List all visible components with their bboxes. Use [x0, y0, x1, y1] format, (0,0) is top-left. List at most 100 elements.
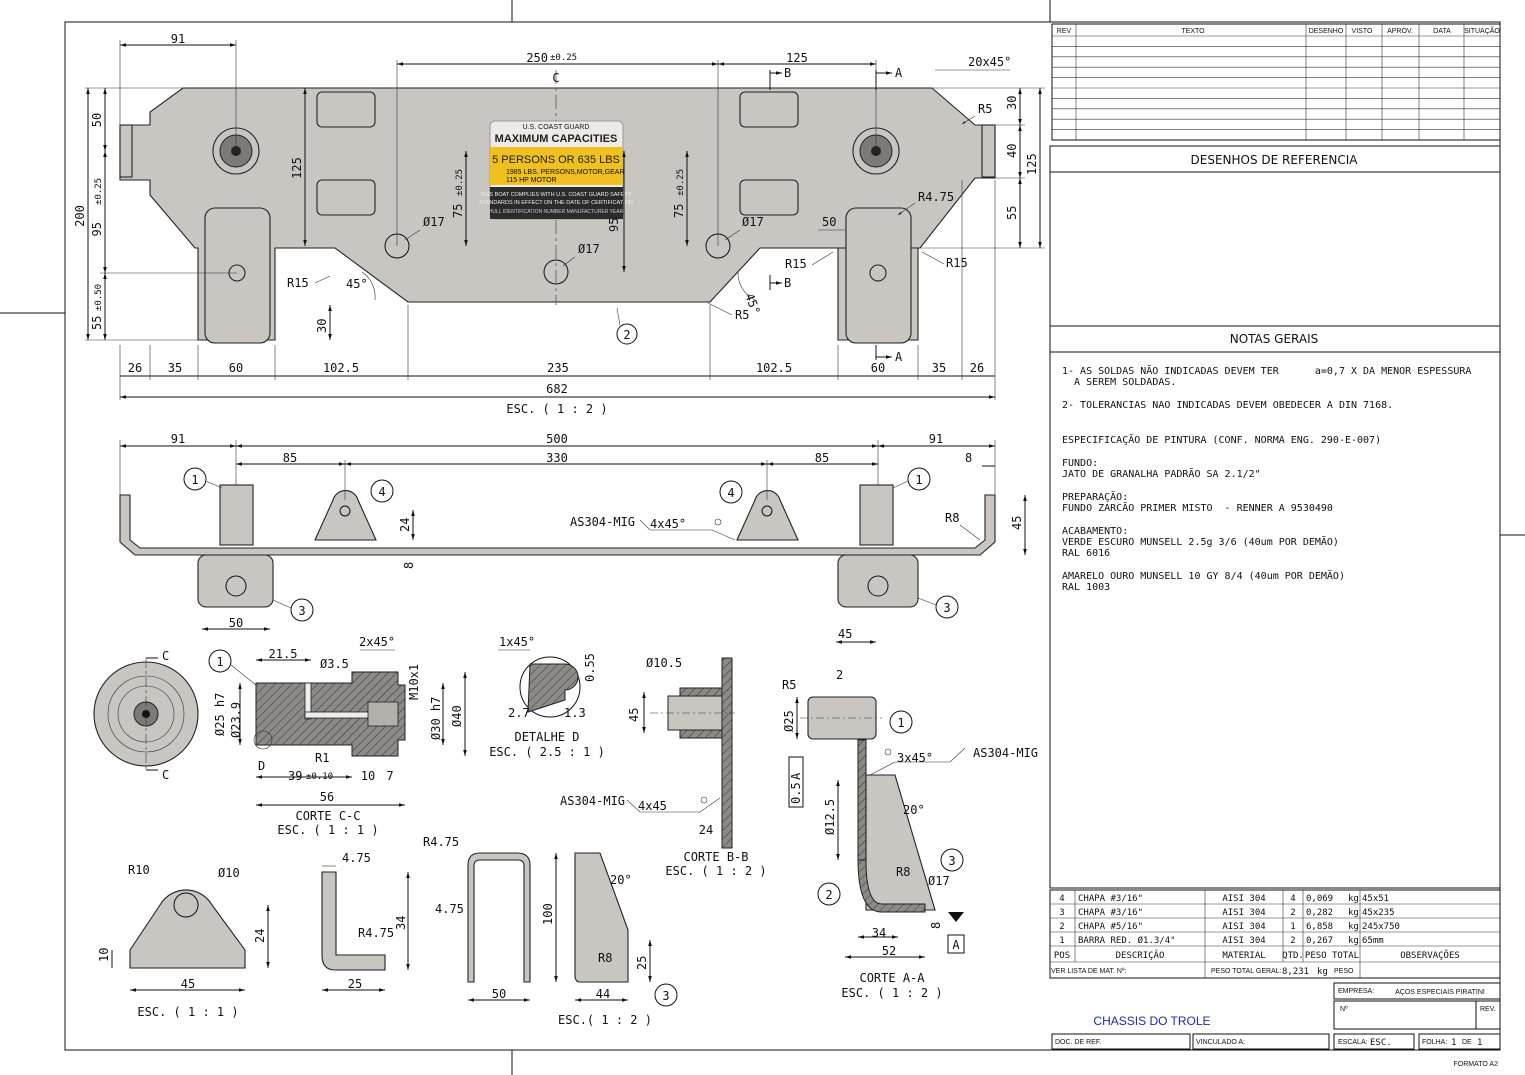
acab-1: VERDE ESCURO MUNSELL 2.5g 3/6 (40um POR … [1062, 537, 1339, 548]
fundo-text: JATO DE GRANALHA PADRÃO SA 2.1/2" [1062, 469, 1261, 480]
svg-text:34: 34 [394, 916, 408, 930]
bom-cell-peso: 6,858 [1306, 922, 1333, 932]
svg-text:21.5: 21.5 [269, 647, 298, 661]
svg-text:C: C [162, 649, 169, 663]
svg-text:AS304-MIG: AS304-MIG [560, 794, 625, 808]
svg-text:1: 1 [915, 473, 922, 487]
bom-cell-obs: 65mm [1362, 936, 1384, 946]
svg-text:R10: R10 [128, 863, 150, 877]
svg-text:ESC.: ESC. [1370, 1038, 1392, 1048]
general-notes-box: NOTAS GERAIS [1049, 325, 1501, 889]
svg-text:235: 235 [547, 361, 569, 375]
acab-2: AMARELO OURO MUNSELL 10 GY 8/4 (40um POR… [1062, 571, 1345, 582]
bom-cell-material: AISI 304 [1222, 922, 1265, 932]
svg-text:8,231: 8,231 [1282, 967, 1309, 977]
svg-text:MATERIAL: MATERIAL [1222, 951, 1265, 961]
bom-cell-qtd: 4 [1290, 894, 1295, 904]
svg-text:44: 44 [596, 987, 610, 1001]
note-1c: A SEREM SOLDADAS. [1074, 377, 1177, 388]
svg-text:VER LISTA DE MAT. Nº:: VER LISTA DE MAT. Nº: [1051, 968, 1126, 975]
svg-text:DOC. DE REF.: DOC. DE REF. [1055, 1039, 1101, 1046]
svg-text:24: 24 [253, 929, 267, 943]
svg-text:26: 26 [128, 361, 142, 375]
svg-text:M10x1: M10x1 [407, 664, 421, 700]
svg-text:52: 52 [882, 944, 896, 958]
svg-text:91: 91 [929, 432, 943, 446]
svg-text:ESC. ( 1 : 1 ): ESC. ( 1 : 1 ) [137, 1005, 238, 1019]
svg-text:3: 3 [943, 601, 950, 615]
svg-text:35: 35 [168, 361, 182, 375]
svg-text:R5: R5 [782, 678, 796, 692]
svg-text:R8: R8 [896, 865, 910, 879]
front-view-dimensions: 91 500 91 85 330 85 8 AS304-MIG 4x45° 24… [119, 432, 1027, 631]
svg-text:91: 91 [171, 432, 185, 446]
svg-text:DE: DE [1462, 1039, 1472, 1046]
svg-text:24: 24 [699, 823, 713, 837]
acab-2-ral: RAL 1003 [1062, 582, 1111, 593]
svg-text:40: 40 [1005, 144, 1019, 158]
svg-text:DATA: DATA [1433, 28, 1451, 35]
svg-text:10: 10 [97, 948, 111, 962]
svg-text:FOLHA:: FOLHA: [1422, 1039, 1447, 1046]
svg-text:OBSERVAÇÕES: OBSERVAÇÕES [1400, 949, 1460, 961]
svg-text:2.7: 2.7 [508, 706, 530, 720]
svg-text:0.5: 0.5 [789, 782, 803, 804]
svg-text:1: 1 [191, 473, 198, 487]
svg-text:Nº: Nº [1340, 1006, 1348, 1013]
svg-text:45: 45 [181, 977, 195, 991]
bom-cell-peso: 0,267 [1306, 936, 1333, 946]
svg-text:20°: 20° [610, 873, 632, 887]
svg-text:20x45°: 20x45° [968, 55, 1011, 69]
svg-text:DESENHO: DESENHO [1309, 28, 1344, 35]
part-3-gusset: 20° R8 25 44 3 ESC.( 1 : 2 ) [558, 852, 678, 1027]
svg-text:CORTE A-A: CORTE A-A [859, 971, 925, 985]
note-2: 2- TOLERANCIAS NAO INDICADAS DEVEM OBEDE… [1062, 400, 1394, 411]
svg-text:0.55: 0.55 [583, 653, 597, 682]
bom-cell-obs: 245x750 [1362, 922, 1400, 932]
svg-text:R8: R8 [945, 511, 959, 525]
svg-text:PESO TOTAL GERAL:: PESO TOTAL GERAL: [1211, 968, 1282, 975]
bom-cell-obs: 45x235 [1362, 908, 1395, 918]
svg-text:Ø25: Ø25 [782, 710, 796, 732]
svg-text:R15: R15 [785, 257, 807, 271]
svg-text:1: 1 [897, 716, 904, 730]
reference-drawings-box: DESENHOS DE REFERENCIA [1049, 145, 1501, 327]
decal-line-8: HULL IDENTIFICATION NUMBER MANUFACTURER … [489, 209, 624, 215]
svg-text:TEXTO: TEXTO [1181, 28, 1205, 35]
svg-text:EMPRESA:: EMPRESA: [1338, 988, 1374, 995]
svg-text:REV: REV [1057, 28, 1072, 35]
svg-text:A: A [952, 938, 960, 952]
svg-text:250: 250 [526, 51, 548, 65]
svg-text:35: 35 [932, 361, 946, 375]
svg-text:ESC.( 1 : 2 ): ESC.( 1 : 2 ) [558, 1013, 652, 1027]
bom-cell-unit: kg [1348, 936, 1359, 946]
svg-text:±0.50: ±0.50 [94, 284, 104, 311]
svg-text:50: 50 [822, 215, 836, 229]
svg-text:Ø25 h7: Ø25 h7 [213, 693, 227, 736]
svg-text:8: 8 [402, 562, 416, 569]
svg-text:8: 8 [929, 922, 943, 929]
decal-line-1: U.S. COAST GUARD [523, 124, 590, 131]
bom-cell-desc: CHAPA #3/16" [1078, 908, 1143, 918]
svg-text:45°: 45° [346, 277, 368, 291]
svg-text:R4.75: R4.75 [918, 190, 954, 204]
svg-text:3: 3 [948, 854, 955, 868]
svg-text:ESC. ( 1 : 1 ): ESC. ( 1 : 1 ) [277, 823, 378, 837]
prep-label: PREPARAÇÃO: [1062, 492, 1129, 503]
svg-text:25: 25 [635, 956, 649, 970]
paint-spec: ESPECIFICAÇÃO DE PINTURA (CONF. NORMA EN… [1062, 435, 1382, 446]
svg-text:91: 91 [171, 32, 185, 46]
svg-text:26: 26 [970, 361, 984, 375]
bom-cell-qtd: 1 [1290, 922, 1295, 932]
bom-cell-desc: CHAPA #5/16" [1078, 922, 1143, 932]
svg-text:125: 125 [786, 51, 808, 65]
svg-text:60: 60 [871, 361, 885, 375]
svg-text:SITUAÇÃO: SITUAÇÃO [1464, 26, 1500, 35]
drawing-title: CHASSIS DO TROLE [1093, 1014, 1210, 1028]
svg-text:95: 95 [607, 218, 621, 232]
svg-text:B: B [784, 276, 791, 290]
svg-text:1x45°: 1x45° [499, 635, 535, 649]
svg-text:R5: R5 [978, 102, 992, 116]
svg-text:AÇOS ESPECIAIS PIRATINI: AÇOS ESPECIAIS PIRATINI [1395, 989, 1485, 996]
bom-cell-pos: 3 [1059, 908, 1064, 918]
